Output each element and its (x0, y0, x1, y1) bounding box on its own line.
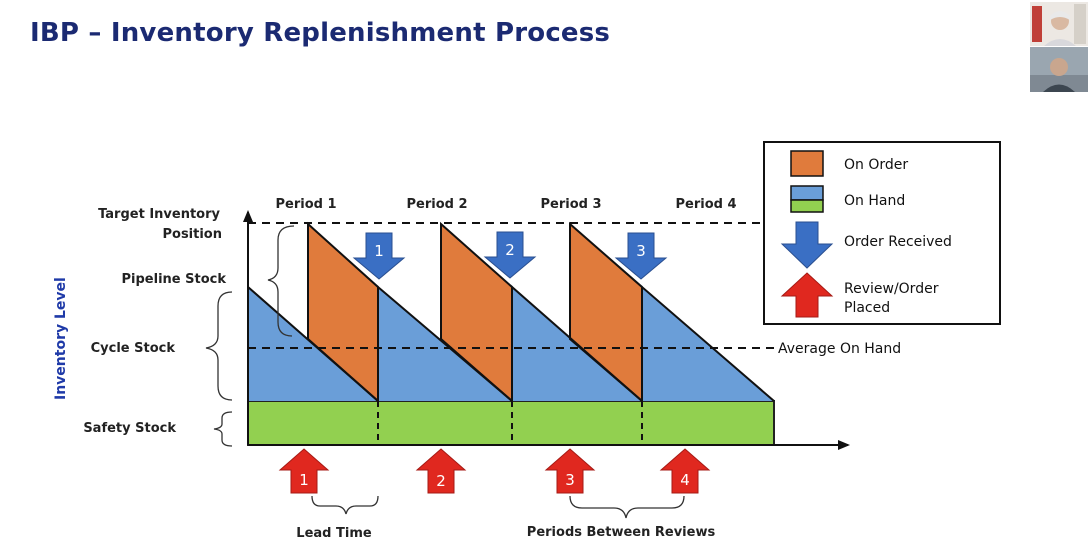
pipeline-stock-label: Pipeline Stock (122, 272, 227, 287)
review-number-3: 3 (565, 471, 575, 489)
video-participants (1028, 2, 1088, 92)
target-inventory-label-line1: Target Inventory (98, 207, 220, 222)
legend-review-label-line2: Placed (844, 300, 890, 316)
review-number-2: 2 (436, 472, 446, 490)
review-arrow-4: 4 (659, 448, 711, 494)
legend-on-hand-label: On Hand (844, 193, 905, 209)
average-on-hand-label: Average On Hand (778, 341, 901, 357)
on-order-area (307, 221, 643, 404)
slide-title: IBP – Inventory Replenishment Process (30, 18, 611, 48)
review-arrow-1: 1 (278, 448, 330, 494)
order-received-arrow-2: 2 (483, 231, 537, 279)
review-arrow-2: 2 (415, 448, 467, 494)
legend: On Order On Hand Order Received Review/O… (763, 141, 1001, 325)
review-arrow-3: 3 (544, 448, 596, 494)
review-number-1: 1 (299, 471, 309, 489)
y-axis-label: Inventory Level (53, 277, 69, 400)
participant-video-2[interactable] (1030, 47, 1088, 92)
participant-video-1[interactable] (1030, 2, 1088, 46)
order-received-arrow-1: 1 (352, 232, 406, 280)
between-reviews-brace (569, 495, 685, 519)
legend-on-order-label: On Order (844, 157, 908, 173)
legend-order-received-arrow (780, 221, 834, 269)
inventory-sawtooth-line (247, 284, 775, 404)
periods-between-reviews-label: Periods Between Reviews (527, 525, 716, 540)
participant-avatar-1 (1030, 2, 1088, 46)
lead-time-label: Lead Time (296, 526, 372, 541)
period-1-label: Period 1 (275, 197, 336, 212)
safety-stock-label: Safety Stock (83, 421, 176, 436)
order-received-number-2: 2 (505, 241, 515, 259)
period-2-label: Period 2 (406, 197, 467, 212)
period-dividers (377, 401, 643, 445)
pipeline-brace (267, 225, 295, 337)
legend-on-hand-swatch-blue (790, 185, 824, 201)
legend-review-arrow (780, 272, 834, 318)
period-3-label: Period 3 (540, 197, 601, 212)
legend-on-order-swatch (790, 150, 824, 177)
cycle-brace (205, 291, 233, 401)
lead-time-brace (311, 495, 379, 515)
legend-order-received-label: Order Received (844, 234, 952, 250)
target-inventory-label-line2: Position (162, 227, 222, 242)
order-received-arrow-3: 3 (614, 232, 668, 280)
order-received-number-1: 1 (374, 242, 384, 260)
legend-on-hand-swatch-green (790, 199, 824, 213)
participant-avatar-2 (1030, 47, 1088, 92)
order-received-number-3: 3 (636, 242, 646, 260)
safety-brace (213, 411, 233, 447)
review-number-4: 4 (680, 471, 690, 489)
period-4-label: Period 4 (675, 197, 736, 212)
cycle-stock-label: Cycle Stock (91, 341, 176, 356)
legend-review-label-line1: Review/Order (844, 281, 939, 297)
